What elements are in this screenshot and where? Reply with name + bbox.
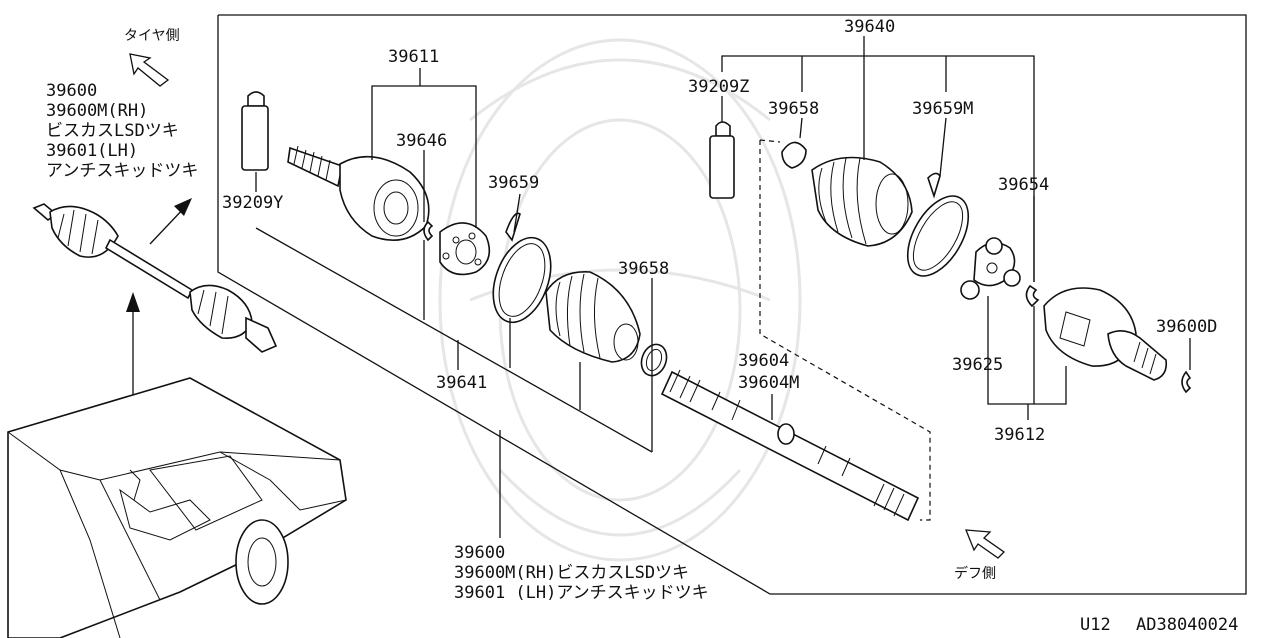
inner-race <box>439 222 491 276</box>
boot-band-39658-b <box>781 141 807 169</box>
tire-side-label: タイヤ側 <box>124 28 180 44</box>
part-label-39612: 39612 <box>994 425 1045 445</box>
part-label-39604M: 39604M <box>738 373 799 393</box>
part-label-39611: 39611 <box>388 47 439 67</box>
arrow-head-up-icon <box>126 292 140 312</box>
part-label-39604: 39604 <box>738 351 789 371</box>
part-label-39658-b: 39658 <box>768 99 819 119</box>
part-label-39658-a: 39658 <box>618 259 669 279</box>
boot-band-39658-small <box>640 343 668 377</box>
shaft-guide-dashed <box>759 140 931 521</box>
part-label-39209Y: 39209Y <box>222 193 283 213</box>
footer-model: U12 <box>1080 615 1111 635</box>
assembled-driveshaft <box>32 203 278 353</box>
car-illustration <box>7 377 347 638</box>
assembly-callout-left-line-3: ビスカスLSDツキ <box>46 121 179 141</box>
exploded-view-frame <box>217 14 1247 595</box>
tripod-39625 <box>960 237 1021 300</box>
part-label-39659: 39659 <box>488 173 539 193</box>
part-label-39646: 39646 <box>396 131 447 151</box>
part-label-39659M: 39659M <box>912 99 973 119</box>
assembly-callout-left-line-4: 39601(LH) <box>46 141 138 161</box>
outer-boot <box>545 271 641 363</box>
assembly-callout-left-line-2: 39600M(RH) <box>46 101 148 121</box>
arrow-head-diagonal-icon <box>174 198 192 216</box>
grease-tube-left <box>241 91 269 171</box>
grease-tube-right <box>709 121 735 199</box>
outer-joint-39611 <box>287 145 430 242</box>
part-label-39600D: 39600D <box>1156 317 1217 337</box>
assembly-callout-bottom-line-2: 39600M(RH)ビスカスLSDツキ <box>454 563 689 583</box>
assembly-callout-left-line-1: 39600 <box>46 81 97 101</box>
locator-arrow-diagonal <box>149 205 187 245</box>
part-label-39641: 39641 <box>436 373 487 393</box>
inner-boot <box>811 156 913 247</box>
snap-ring-39600D <box>1181 370 1192 394</box>
snap-ring-39654 <box>1025 284 1040 308</box>
assembly-callout-bottom-line-1: 39600 <box>454 543 505 563</box>
watermark-emblem <box>438 38 802 562</box>
part-label-39209Z: 39209Z <box>688 77 749 97</box>
shaft-39604 <box>660 369 920 522</box>
part-label-39654: 39654 <box>998 175 1049 195</box>
part-label-39625: 39625 <box>952 355 1003 375</box>
footer-diagram-code: AD38040024 <box>1136 615 1238 635</box>
part-label-39640: 39640 <box>844 17 895 37</box>
boot-band-39659 <box>492 212 552 324</box>
assembly-callout-bottom-line-3: 39601 (LH)アンチスキッドツキ <box>454 583 709 603</box>
circlip-39646 <box>423 220 434 242</box>
housing-39612 <box>1043 287 1168 381</box>
diff-side-arrow-icon <box>965 529 1006 559</box>
tire-side-arrow-icon <box>129 53 170 87</box>
assembly-callout-left-line-5: アンチスキッドツキ <box>46 161 198 181</box>
leader-lines <box>255 36 1191 538</box>
diff-side-label: デフ側 <box>954 565 996 582</box>
boot-band-39659M <box>906 172 970 277</box>
